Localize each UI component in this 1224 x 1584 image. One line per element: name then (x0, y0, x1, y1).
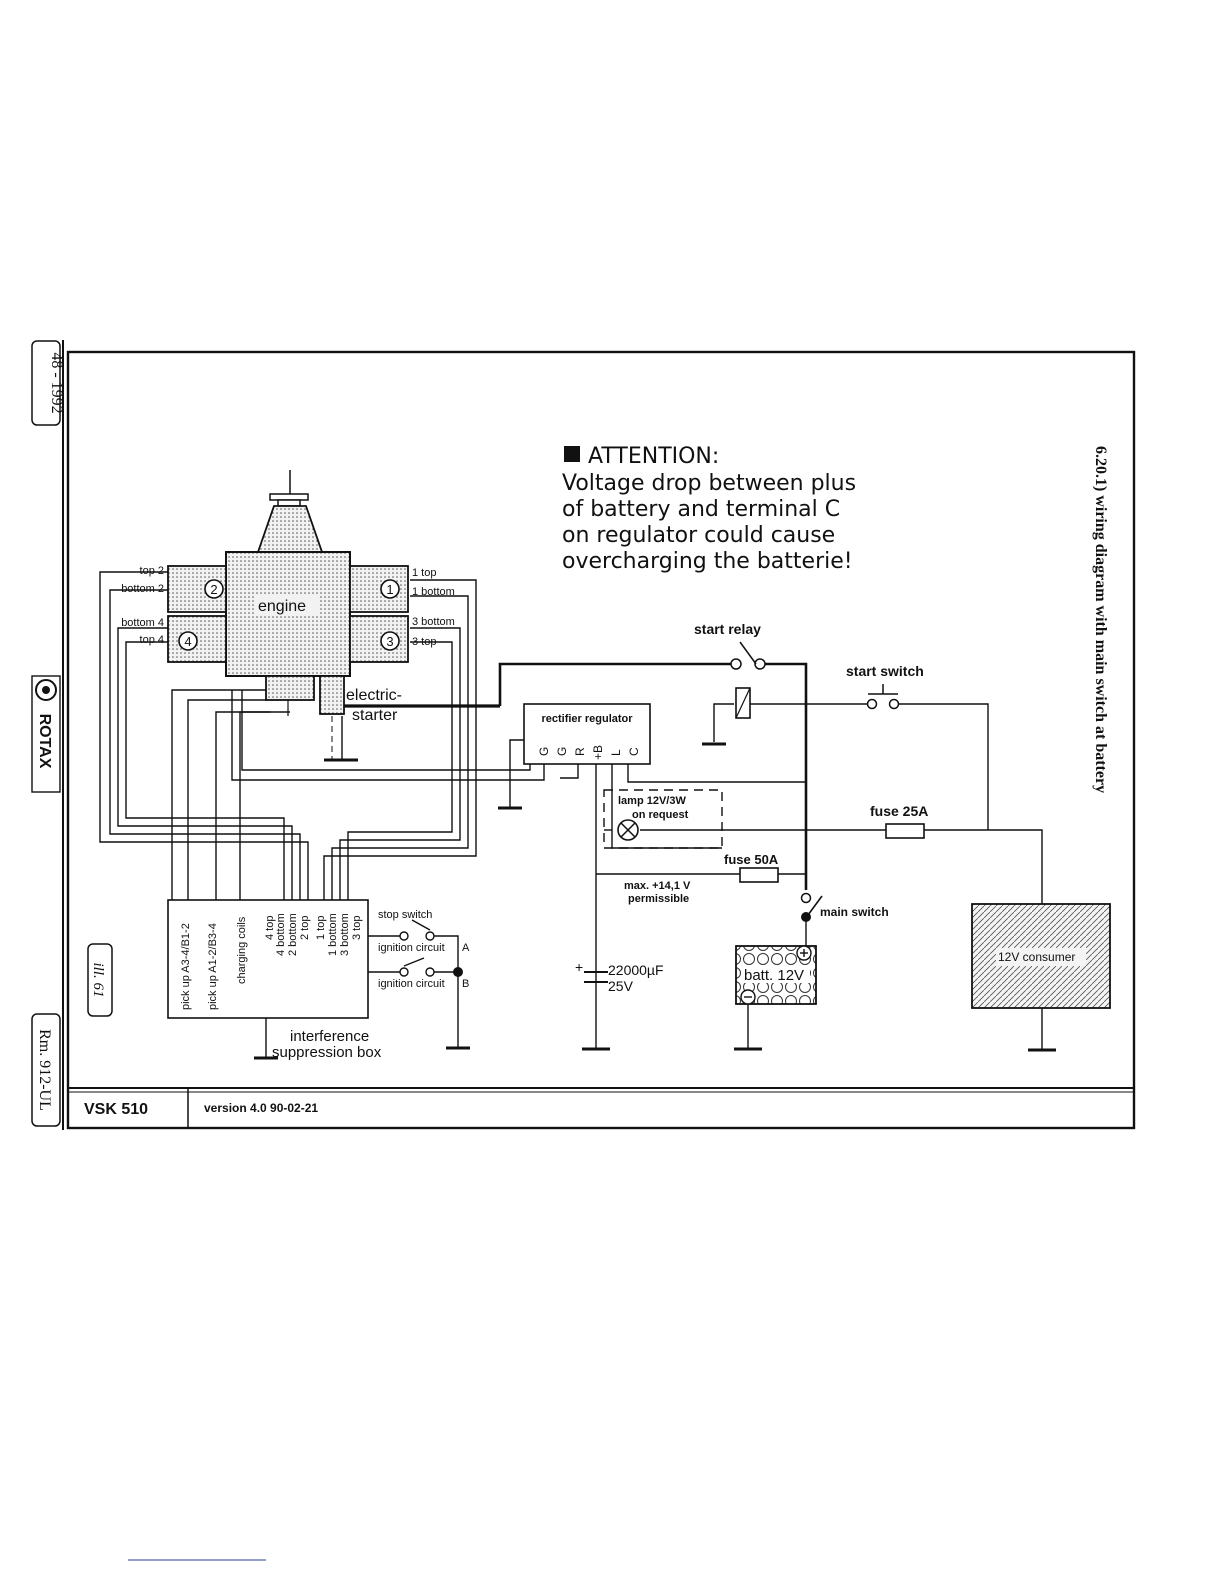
box-pin-label: pick up A3-4/B1-2 (180, 923, 192, 1010)
rectifier-terminal: R (573, 747, 587, 756)
start-switch: start switch (846, 663, 924, 710)
ignition-circuit-label: ignition circuit (378, 942, 445, 954)
ill-label: ill. 61 (90, 962, 106, 997)
attention-line: of battery and terminal C (562, 497, 840, 522)
capacitor-label: 25V (608, 978, 634, 994)
footer-model: VSK 510 (84, 1101, 148, 1118)
cylinder-4-label: 4 (184, 634, 191, 649)
fuse-50-label: fuse 50A (724, 852, 779, 867)
lamp: lamp 12V/3W on request (603, 789, 723, 849)
coil-label: 1 bottom (412, 586, 455, 598)
main-switch: main switch (800, 892, 889, 922)
lamp-label: on request (632, 809, 689, 821)
box-pin-label: 4 bottom (275, 913, 287, 956)
attention-line: overcharging the batterie! (562, 549, 853, 574)
wires (99, 571, 1043, 1058)
engine-label: engine (258, 598, 306, 615)
stop-switch-label: stop switch (378, 909, 432, 921)
side-bottom-label: Rm. 912-UL (36, 1029, 53, 1111)
frame: VSK 510 version 4.0 90-02-21 (66, 350, 1136, 1130)
rectifier-terminal: +B (591, 745, 605, 760)
voltage-note: permissible (628, 893, 689, 905)
start-relay-label: start relay (694, 621, 761, 637)
start-switch-label: start switch (846, 663, 924, 679)
suppression-box: pick up A3-4/B1-2 pick up A1-2/B3-4 char… (167, 899, 470, 1061)
box-pin-label: 2 top (299, 916, 311, 940)
battery: batt. 12V (734, 945, 817, 1051)
ignition-circuit-label: ignition circuit (378, 978, 445, 990)
box-pin-label: pick up A1-2/B3-4 (207, 923, 219, 1010)
box-pin-label: 1 top (315, 916, 327, 940)
battery-label: batt. 12V (744, 967, 804, 984)
box-pin-label: charging coils (236, 916, 248, 984)
side-strip: 48 - 1992 ROTAX ill. 61 Rm. 912-UL (31, 340, 113, 1130)
rotax-logo: ROTAX (31, 675, 61, 793)
lamp-label: lamp 12V/3W (618, 795, 686, 807)
rectifier-terminal: G (555, 747, 569, 756)
fuse-25-label: fuse 25A (870, 803, 928, 819)
main-switch-label: main switch (820, 905, 889, 919)
suppression-box-label: suppression box (272, 1044, 382, 1061)
side-top-label: 48 - 1992 (48, 352, 65, 413)
rectifier-title: rectifier regulator (541, 713, 633, 725)
attention-line: Voltage drop between plus (562, 471, 856, 496)
cylinder-2-label: 2 (210, 582, 217, 597)
ignition-circuit-letter: B (462, 978, 469, 990)
ignition-circuit-letter: A (462, 942, 470, 954)
cylinder-3-label: 3 (386, 634, 393, 649)
attention-heading: ATTENTION: (588, 444, 719, 469)
square-bullet-icon (564, 446, 580, 462)
capacitor: + 22000µF 25V (575, 959, 664, 1051)
diagram-title: 6.20.1) wiring diagram with main switch … (1092, 446, 1109, 793)
rectifier-regulator: rectifier regulator G G R +B L C (498, 703, 651, 810)
voltage-note: max. +14,1 V (624, 880, 691, 892)
box-pin-label: 4 top (264, 916, 276, 940)
coil-label: top 2 (140, 565, 164, 577)
footer-version: version 4.0 90-02-21 (204, 1101, 318, 1115)
box-pin-label: 3 bottom (339, 913, 351, 956)
attention-line: on regulator could cause (562, 523, 835, 548)
fuse-50a: fuse 50A (724, 852, 779, 883)
engine-block: engine 2 1 4 3 top 2 bottom 2 bottom 4 t… (121, 470, 455, 762)
coil-label: 1 top (412, 567, 436, 579)
plus-sign: + (575, 959, 583, 975)
suppression-box-label: interference (290, 1028, 369, 1045)
coil-label: 3 top (412, 636, 436, 648)
coil-label: bottom 4 (121, 617, 164, 629)
cylinder-1-label: 1 (386, 582, 393, 597)
coil-label: 3 bottom (412, 616, 455, 628)
coil-label: top 4 (140, 634, 164, 646)
start-relay: start relay (694, 621, 766, 746)
starter-label: starter (352, 707, 398, 724)
attention-note: ATTENTION: Voltage drop between plus of … (562, 444, 856, 574)
fuse-25a: fuse 25A (870, 803, 928, 839)
box-pin-label: 1 bottom (327, 913, 339, 956)
rectifier-terminal: C (627, 747, 641, 756)
box-pin-label: 3 top (351, 916, 363, 940)
brand-label: ROTAX (36, 714, 53, 769)
rectifier-terminal: G (537, 747, 551, 756)
starter-label: electric- (346, 687, 402, 704)
consumer-label: 12V consumer (998, 950, 1075, 964)
consumer: 12V consumer (971, 903, 1111, 1052)
capacitor-label: 22000µF (608, 962, 664, 978)
coil-label: bottom 2 (121, 583, 164, 595)
rectifier-terminal: L (609, 749, 623, 756)
box-pin-label: 2 bottom (287, 913, 299, 956)
